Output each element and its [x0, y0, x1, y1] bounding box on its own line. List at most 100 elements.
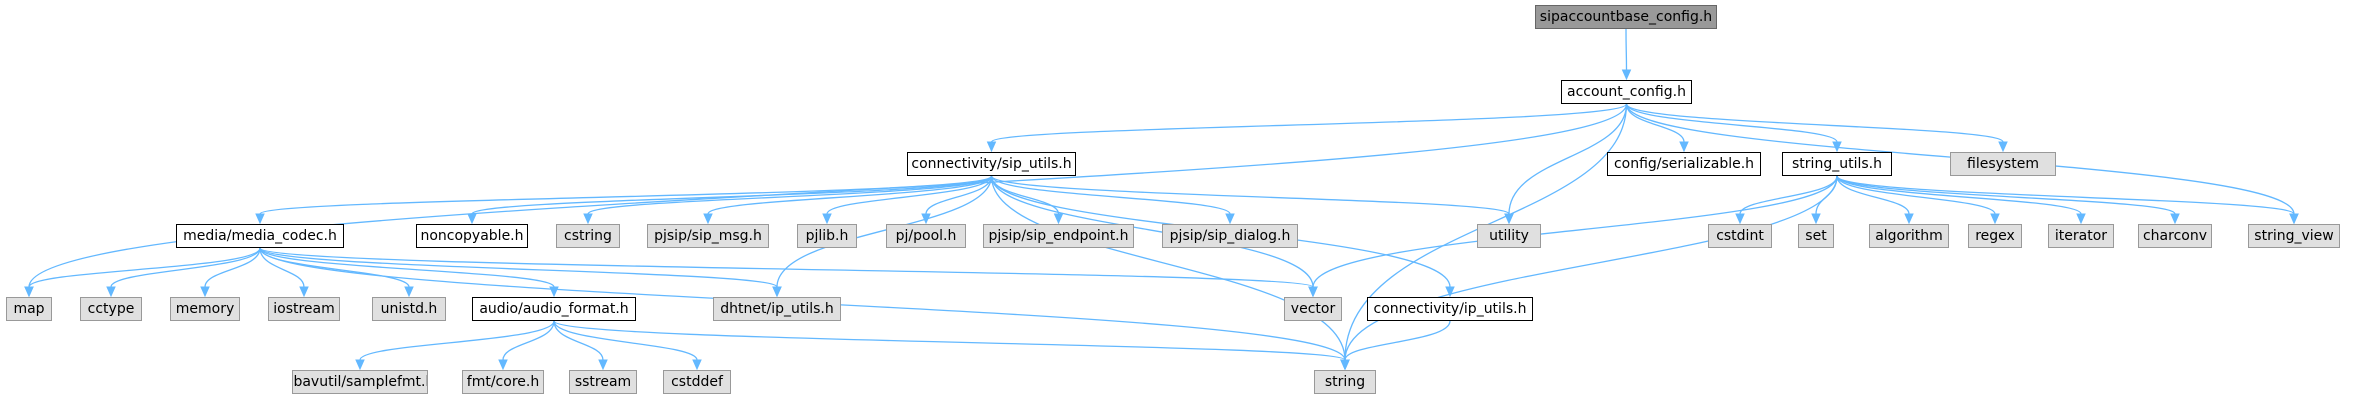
edge-sip-to-media	[259, 175, 993, 215]
arrowhead-strutil-to-regex	[1990, 213, 2000, 225]
node-string-view: string_view	[2248, 224, 2340, 248]
edge-acct-to-fs	[1625, 103, 2004, 143]
arrowhead-sip-to-noncopy	[467, 213, 477, 225]
arrowhead-media-to-iostream	[299, 286, 309, 298]
edge-strutil-to-string	[1344, 175, 1838, 361]
node-pjsip-sip-msg-h: pjsip/sip_msg.h	[647, 224, 769, 248]
arrowhead-audiofmt-to-sstream	[598, 359, 608, 371]
node-string-utils-h[interactable]: string_utils.h	[1782, 152, 1892, 176]
arrowhead-media-to-map	[24, 286, 34, 298]
arrowhead-strutil-to-set	[1811, 213, 1821, 225]
edge-media-to-vector	[259, 247, 1314, 288]
arrowhead-connip-to-string	[1340, 359, 1350, 371]
edge-sip-to-pool	[925, 175, 993, 215]
node-dhtnet-ip-utils-h: dhtnet/ip_utils.h	[713, 297, 841, 321]
edge-root-to-acct	[1625, 28, 1628, 71]
arrowhead-media-to-dhtip	[772, 286, 782, 298]
edge-sip-to-vector	[990, 175, 1314, 288]
node-account-config-h[interactable]: account_config.h	[1561, 80, 1692, 104]
arrowhead-media-to-unistd	[404, 286, 414, 298]
arrowhead-audiofmt-to-fmtcore	[498, 359, 508, 371]
edge-strutil-to-cstdint	[1739, 175, 1838, 215]
edge-acct-to-utility	[1508, 103, 1628, 215]
edge-media-to-memory	[204, 247, 261, 288]
edge-media-to-map	[28, 247, 261, 288]
node-utility: utility	[1477, 224, 1541, 248]
edge-acct-to-strutil	[1625, 103, 1838, 143]
arrowhead-audiofmt-to-cstddef	[692, 359, 702, 371]
edge-audiofmt-to-cstddef	[553, 320, 698, 361]
arrowhead-root-to-acct	[1621, 69, 1632, 81]
arrowhead-strutil-to-iterator	[2076, 213, 2086, 225]
node-vector: vector	[1284, 297, 1342, 321]
edge-media-to-dhtip	[259, 247, 778, 288]
edge-strutil-to-regex	[1836, 175, 1996, 215]
edge-acct-to-serial	[1625, 103, 1685, 143]
edge-media-to-audiofmt	[259, 247, 555, 288]
arrowhead-sip-to-dialog	[1225, 213, 1235, 225]
edge-acct-to-sip	[990, 103, 1628, 143]
node-algorithm: algorithm	[1869, 224, 1949, 248]
node-cstring: cstring	[556, 224, 620, 248]
node-sipaccountbase-config-h: sipaccountbase_config.h	[1535, 5, 1717, 29]
edge-strutil-to-vector	[1312, 175, 1838, 288]
arrowhead-media-to-memory	[200, 286, 210, 298]
arrowhead-sip-to-cstring	[583, 213, 593, 225]
node-connectivity-sip-utils-h[interactable]: connectivity/sip_utils.h	[907, 152, 1076, 176]
node-string: string	[1314, 370, 1376, 394]
arrowhead-acct-to-sip	[986, 141, 997, 153]
node-pjsip-sip-dialog-h: pjsip/sip_dialog.h	[1162, 224, 1298, 248]
arrowhead-strutil-to-cstdint	[1735, 213, 1745, 225]
node-memory: memory	[170, 297, 240, 321]
node-media-media-codec-h[interactable]: media/media_codec.h	[176, 224, 344, 248]
arrowhead-sip-to-connip	[1445, 286, 1455, 298]
node-sstream: sstream	[569, 370, 637, 394]
node-iterator: iterator	[2048, 224, 2114, 248]
edge-strutil-to-strview	[1836, 175, 2295, 215]
arrowhead-audiofmt-to-samplefmt	[355, 359, 365, 371]
node-iostream: iostream	[268, 297, 340, 321]
node-map: map	[6, 297, 52, 321]
edge-sip-to-dialog	[990, 175, 1231, 215]
edge-sip-to-string	[990, 175, 1346, 361]
node-unistd-h: unistd.h	[372, 297, 446, 321]
node-connectivity-ip-utils-h[interactable]: connectivity/ip_utils.h	[1367, 297, 1533, 321]
arrowhead-sip-to-media	[255, 213, 265, 225]
arrowhead-strutil-to-strview	[2289, 213, 2299, 225]
edge-connip-to-string	[1344, 320, 1451, 361]
edge-audiofmt-to-string	[553, 320, 1346, 361]
edge-strutil-to-algorithm	[1836, 175, 1910, 215]
node-config-serializable-h[interactable]: config/serializable.h	[1607, 152, 1761, 176]
edge-sip-to-noncopy	[471, 175, 993, 215]
node-pjsip-sip-endpoint-h: pjsip/sip_endpoint.h	[983, 224, 1134, 248]
node-regex: regex	[1968, 224, 2022, 248]
node-audio-audio-format-h[interactable]: audio/audio_format.h	[472, 297, 636, 321]
arrowhead-sip-to-utility	[1504, 213, 1514, 225]
edge-acct-to-map	[28, 103, 1628, 288]
edge-media-to-cctype	[110, 247, 261, 288]
arrowhead-media-to-vector	[1308, 286, 1318, 298]
edge-strutil-to-iterator	[1836, 175, 2082, 215]
arrowhead-acct-to-fs	[1998, 141, 2008, 153]
node-cctype: cctype	[80, 297, 142, 321]
node-set: set	[1798, 224, 1834, 248]
node-filesystem: filesystem	[1950, 152, 2056, 176]
arrowhead-sip-to-endpoint	[1053, 213, 1064, 225]
edge-audiofmt-to-fmtcore	[502, 320, 555, 361]
edge-sip-to-utility	[990, 175, 1510, 215]
arrowhead-sip-to-sipmsg	[703, 213, 713, 225]
edge-sip-to-cstring	[587, 175, 993, 215]
arrowhead-media-to-cctype	[106, 286, 116, 298]
edge-sip-to-pjlib	[826, 175, 993, 215]
node-libavutil-samplefmt-h: libavutil/samplefmt.h	[292, 370, 428, 394]
edge-sip-to-sipmsg	[707, 175, 993, 215]
edge-audiofmt-to-samplefmt	[359, 320, 555, 361]
node-pjlib-h: pjlib.h	[797, 224, 857, 248]
arrowhead-strutil-to-charconv	[2170, 213, 2180, 225]
node-noncopyable-h[interactable]: noncopyable.h	[416, 224, 528, 248]
edge-media-to-iostream	[259, 247, 305, 288]
node-cstddef: cstddef	[663, 370, 731, 394]
node-pj-pool-h: pj/pool.h	[886, 224, 966, 248]
edge-sip-to-dhtip	[776, 175, 993, 288]
